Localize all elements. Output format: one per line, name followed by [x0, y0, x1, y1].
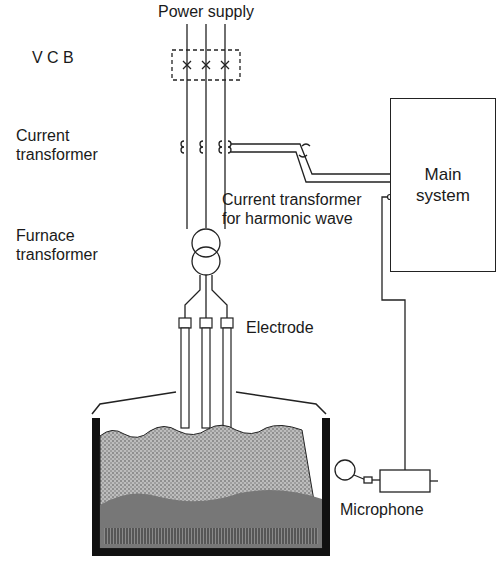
power-line: [205, 24, 206, 228]
ct-wire: [231, 152, 390, 182]
breaker-contact: [183, 61, 229, 69]
molten-layer: [100, 490, 322, 548]
part-label: Furnace transformer: [16, 226, 126, 264]
microphone-symbol: [335, 460, 438, 492]
ct-wire: [231, 144, 390, 174]
wire-twist: [299, 144, 310, 157]
power-line: [186, 24, 187, 229]
part-label: V C B: [32, 48, 112, 67]
melt: [100, 425, 322, 548]
current-transformer: [181, 141, 231, 153]
secondary-lead: [185, 275, 200, 318]
part-label: Microphone: [340, 500, 460, 519]
vcb-box: [172, 50, 240, 80]
box-title: Main system: [391, 158, 495, 212]
bottom-layer: [104, 528, 318, 544]
transformer-primary: [192, 229, 220, 257]
part-label: Power supply: [158, 2, 268, 21]
part-label: Current transformer: [16, 126, 126, 164]
part-label: Current transformer for harmonic wave: [222, 190, 374, 228]
part-label: Electrode: [246, 318, 346, 337]
secondary-lead: [212, 275, 227, 318]
furnace-shell: [92, 418, 330, 556]
system-box: Main system: [390, 98, 496, 272]
transformer-secondary: [192, 247, 220, 275]
secondary-lead: [205, 275, 206, 318]
furnace-roof: [92, 392, 326, 414]
electrode-rods: [179, 318, 233, 428]
